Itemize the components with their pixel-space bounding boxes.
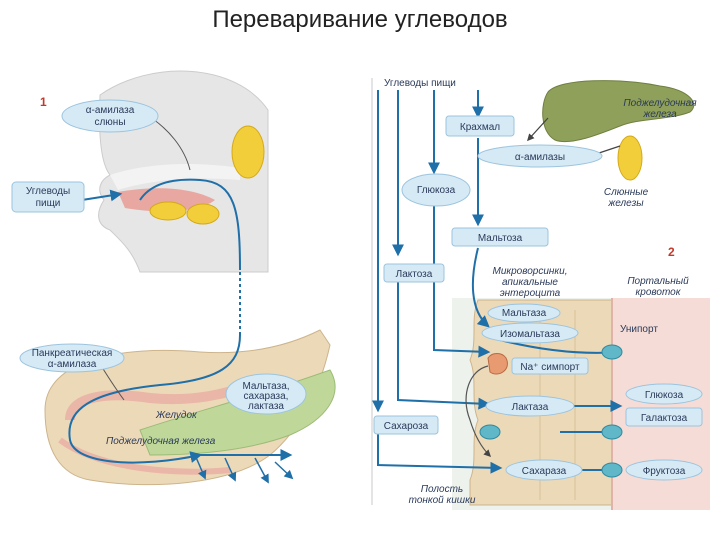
glucose-top-text: Глюкоза (417, 185, 456, 196)
panel1-arrows (68, 111, 294, 484)
salivary-glands-line2: железы (607, 198, 644, 209)
glucose-top-label: Глюкоза (401, 173, 471, 207)
pancreatic-amylase-line2: α-амилаза (48, 359, 97, 370)
alpha-amylase-label: α-амилазы (477, 144, 603, 168)
salivary-amylase-label: α-амилаза слюны (61, 99, 159, 133)
galactose-text: Галактоза (641, 413, 688, 424)
salivary-glands-panel2-illustration (617, 135, 643, 181)
lumen-line2: тонкой кишки (409, 495, 476, 506)
lactose-label: Лактоза (383, 263, 445, 283)
glucose-out-text: Глюкоза (645, 390, 684, 401)
glucose-out-label: Глюкоза (625, 383, 703, 405)
salivary-glands-illustration (149, 125, 265, 225)
sucrose-left-text: Сахароза (384, 421, 429, 432)
lactose-text: Лактоза (396, 269, 433, 280)
maltase-text: Мальтаза (502, 308, 547, 319)
pancreatic-amylase-label: Панкреатическая α-амилаза (19, 343, 125, 373)
dietary-carbs-line1: Углеводы (26, 186, 70, 197)
galactose-label: Галактоза (625, 407, 703, 427)
microvilli-line3: энтероцита (500, 288, 561, 299)
sucrose-left-label: Сахароза (373, 415, 439, 435)
salivary-amylase-line2: слюны (94, 117, 125, 128)
salivary-glands-line1: Слюнные (604, 187, 649, 198)
pancreas-label-panel1: Поджелудочная железа (106, 436, 216, 447)
pancreas-label-line2: железа (642, 109, 677, 120)
sucrase-label: Сахараза (505, 459, 583, 481)
fructose-label: Фруктоза (625, 459, 703, 481)
isomaltase-label: Изомальтаза (481, 322, 579, 344)
uniport-label: Унипорт (620, 324, 658, 335)
panel1-number: 1 (40, 95, 47, 109)
lactase-text: Лактаза (512, 402, 549, 413)
dietary-carbs-label: Углеводы пищи (11, 181, 85, 213)
salivary-amylase-line1: α-амилаза (86, 105, 135, 116)
stomach-label: Желудок (155, 410, 198, 421)
maltose-top-label: Мальтоза (451, 227, 549, 247)
na-symporter (487, 353, 508, 375)
na-symport-label: Na⁺ симпорт (511, 357, 589, 375)
dietary-carbs-top-label: Углеводы пищи (384, 78, 456, 89)
lumen-line1: Полость (421, 484, 463, 495)
enzymes-line2: сахараза, (244, 391, 289, 402)
pancreatic-amylase-line1: Панкреатическая (32, 348, 113, 359)
na-symport-text: Na⁺ симпорт (520, 362, 580, 373)
sucrase-text: Сахараза (522, 466, 567, 477)
lactase-label: Лактаза (485, 395, 575, 417)
pancreas-label-line1: Поджелудочная (623, 98, 697, 109)
enzymes-line1: Мальтаза, (242, 381, 289, 392)
enzymes-line3: лактаза (248, 401, 284, 412)
alpha-amylase-text: α-амилазы (515, 152, 565, 163)
tongue (118, 188, 215, 212)
pancreas-illustration (542, 80, 695, 143)
starch-text: Крахмал (460, 122, 500, 133)
starch-label: Крахмал (445, 115, 515, 137)
portal-blood-line2: кровоток (636, 287, 682, 298)
portal-blood-line1: Портальный (627, 276, 689, 287)
page-title: Переваривание углеводов (212, 6, 508, 33)
transporters (479, 344, 623, 478)
fructose-text: Фруктоза (643, 466, 686, 477)
microvilli-line2: апикальные (502, 277, 558, 288)
isomaltase-text: Изомальтаза (500, 329, 560, 340)
maltose-top-text: Мальтоза (478, 233, 523, 244)
panel2-number: 2 (668, 245, 675, 259)
brush-border-enzymes-label: Мальтаза, сахараза, лактаза (225, 373, 307, 415)
maltase-label: Мальтаза (487, 303, 561, 323)
dietary-carbs-line2: пищи (36, 198, 61, 209)
microvilli-line1: Микроворсинки, (493, 266, 568, 277)
